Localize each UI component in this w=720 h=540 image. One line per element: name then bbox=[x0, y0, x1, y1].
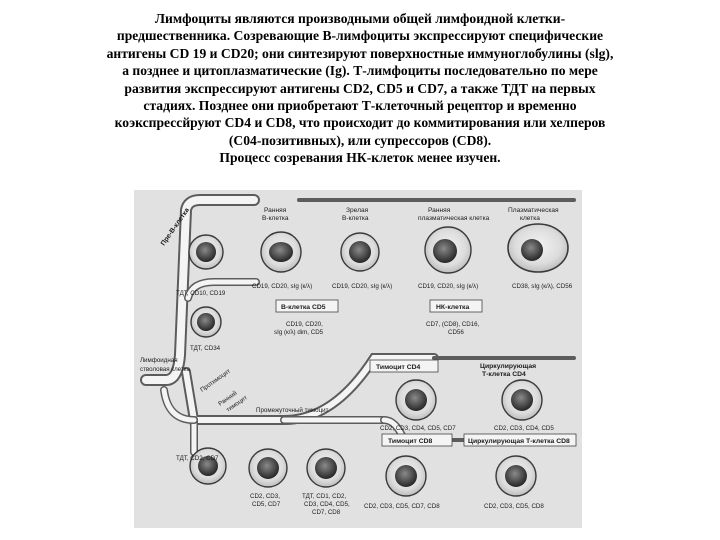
early-b-header-2: В-клетка bbox=[262, 215, 289, 222]
nk-markers-1: CD7, (CD8), CD16, bbox=[426, 321, 480, 328]
early-b-header-1: Ранняя bbox=[264, 207, 287, 214]
text-line: Процесс созревания НК-клеток менее изуче… bbox=[219, 150, 501, 166]
mature-b-header-2: В-клетка bbox=[342, 215, 369, 222]
stem-cell-label: Лимфоидная стволовая клетка bbox=[140, 357, 191, 373]
text-line: (С04-позитивных), или супрессоров (CD8). bbox=[228, 132, 492, 148]
thymocyte-cd4-cell bbox=[395, 379, 437, 421]
stem-cell-label-line1: Лимфоидная bbox=[140, 357, 178, 364]
early-thymocyte-markers-2: CD5, CD7 bbox=[252, 501, 281, 508]
lymphocyte-maturation-diagram: Лимфоидная стволовая клетка Пре-В-клетка… bbox=[134, 190, 582, 528]
text-line: предшественника. Созревающие В-лимфоциты… bbox=[116, 28, 604, 44]
circulating-cd4-line1: Циркулирующая bbox=[480, 363, 536, 370]
text-line: Лимфоциты являются производными общей ли… bbox=[154, 11, 566, 26]
intermediate-markers-1: ТДТ, CD1, CD2, bbox=[302, 493, 346, 500]
b-cell-cd5-box bbox=[275, 299, 339, 313]
text-line: а позднее и цитоплазматические (Ig). Т-л… bbox=[122, 63, 598, 79]
text-line: развития экспрессируют антигены CD2, CD5… bbox=[124, 80, 596, 96]
prothymocyte-markers: ТДТ, CD2, CD7 bbox=[176, 455, 219, 462]
early-b-markers: CD19, CD20, sIg (к/λ) bbox=[252, 283, 312, 290]
thymocyte-cd8-label: Тимоцит CD8 bbox=[388, 438, 433, 445]
circulating-cd4-line2: Т-клетка CD4 bbox=[482, 371, 526, 378]
b-row-headers: Ранняя В-клетка Зрелая В-клетка Ранняя п… bbox=[262, 207, 559, 222]
text-line: антигены CD 19 и CD20; они синтезируют п… bbox=[106, 45, 614, 61]
nk-cell-box bbox=[429, 299, 483, 313]
cd4-thymocyte-markers: CD2, CD3, CD4, CD5, CD7 bbox=[380, 425, 456, 432]
early-thymocyte-markers-1: CD2, CD3, bbox=[250, 493, 280, 500]
plasma-header-2: клетка bbox=[520, 215, 540, 222]
tdt-cd34-label: ТДТ, CD34 bbox=[190, 345, 221, 352]
description-text: Лимфоциты являются производными общей ли… bbox=[28, 10, 692, 167]
cd8-thymocyte-markers: CD2, CD3, CD5, CD7, CD8 bbox=[364, 503, 440, 510]
plasma-cell bbox=[507, 223, 569, 273]
plasma-header-1: Плазматическая bbox=[508, 207, 559, 214]
nk-markers-2: CD56 bbox=[448, 329, 464, 336]
thymocyte-cd8-cell bbox=[385, 455, 427, 497]
nk-cell-label: НК-клетка bbox=[436, 304, 469, 311]
t-bottom-markers: ТДТ, CD2, CD7 CD2, CD3, CD5, CD7 ТДТ, CD… bbox=[176, 455, 544, 516]
t-bottom-row-cells bbox=[189, 447, 537, 497]
tdt-cd34-cell bbox=[190, 306, 222, 338]
intermediate-markers-3: CD7, CD8 bbox=[312, 509, 341, 516]
early-plasma-header-1: Ранняя bbox=[428, 207, 451, 214]
intermediate-thymocyte-label: Промежуточный тимоцит bbox=[256, 407, 329, 414]
circulating-cd4-cell bbox=[501, 379, 543, 421]
text-line: стадиях. Позднее они приобретают Т-клето… bbox=[143, 98, 577, 114]
cd4-circulating-markers: CD2, CD3, CD4, CD5 bbox=[494, 425, 554, 432]
text-line: коэкспрессйруют CD4 и CD8, что происходи… bbox=[114, 115, 606, 131]
b-row-markers: ТДТ, CD10, CD19 CD19, CD20, sIg (к/λ) CD… bbox=[176, 283, 573, 297]
early-b-cell bbox=[260, 231, 302, 273]
pre-b-markers: ТДТ, CD10, CD19 bbox=[176, 290, 226, 297]
early-plasma-cell bbox=[424, 226, 472, 274]
thymocyte-cd4-label: Тимоцит CD4 bbox=[376, 364, 421, 371]
pre-b-cell bbox=[188, 234, 224, 270]
stem-cell-label-line2: стволовая клетка bbox=[140, 366, 191, 373]
b-row-cells bbox=[188, 223, 569, 274]
thymocyte-cd4-box bbox=[369, 359, 439, 373]
circulating-cd8-label: Циркулирующая Т-клетка CD8 bbox=[468, 438, 570, 445]
prothymocyte-cell bbox=[189, 447, 227, 485]
b-cd5-markers-1: CD19, CD20, bbox=[286, 321, 323, 328]
circulating-cd8-box bbox=[463, 433, 577, 447]
intermediate-markers-2: CD3, CD4, CD5, bbox=[304, 501, 350, 508]
mature-b-markers: CD19, CD20, sIg (к/λ) bbox=[332, 283, 392, 290]
circulating-cd8-cell bbox=[495, 455, 537, 497]
early-plasma-markers: CD19, CD20, sIg (к/λ) bbox=[418, 283, 478, 290]
plasma-markers: CD38, sIg (к/λ), CD56 bbox=[512, 283, 573, 290]
cd8-circulating-markers: CD2, CD3, CD5, CD8 bbox=[484, 503, 544, 510]
intermediate-thymocyte-cell bbox=[306, 448, 346, 488]
b-cell-cd5-label: В-клетка CD5 bbox=[281, 304, 326, 311]
b-cd5-markers-2: sIg (к/λ) dim, CD5 bbox=[274, 329, 324, 336]
thymocyte-cd8-box bbox=[381, 433, 453, 447]
mature-b-cell bbox=[340, 232, 380, 272]
early-plasma-header-2: плазматическая клетка bbox=[418, 215, 490, 222]
t-cd4-row-cells bbox=[395, 379, 543, 421]
mature-b-header-1: Зрелая bbox=[346, 207, 369, 214]
early-thymocyte-cell bbox=[248, 448, 288, 488]
